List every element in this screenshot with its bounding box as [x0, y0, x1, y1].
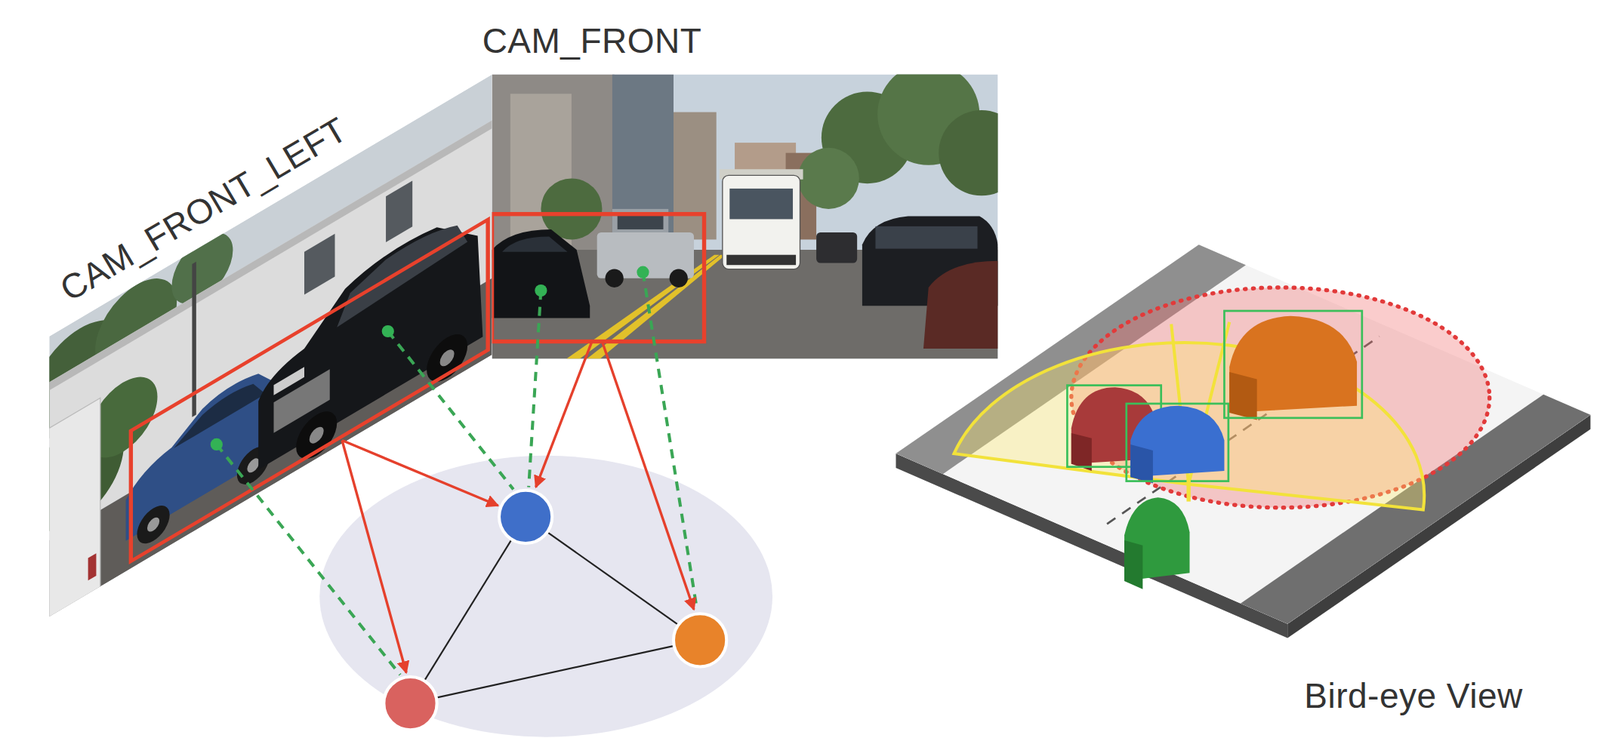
camera-image-front: [722, 175, 801, 269]
vehicle: [1186, 479, 1190, 503]
vehicle: [1126, 403, 1229, 482]
camera-image-left: [88, 553, 97, 581]
graph-node: [383, 490, 727, 731]
camera-image-left: [49, 397, 101, 617]
camera-image-left: [273, 366, 305, 395]
camera-image-front: [492, 74, 615, 259]
camera-image-front: [798, 147, 860, 210]
graph-region: [319, 456, 773, 738]
view-label: Bird-eye View: [1304, 676, 1523, 717]
vehicle: [1071, 433, 1092, 472]
camera-image-front: [923, 261, 999, 349]
camera-image-front: [816, 232, 858, 264]
center-point: [382, 325, 395, 338]
camera-image-left: [304, 234, 336, 296]
center-point: [210, 438, 223, 451]
graph-node: [499, 490, 552, 544]
camera-image-left: [130, 219, 488, 562]
camera-image-front: [492, 74, 999, 360]
center-point: [210, 266, 650, 452]
feature-arrow: [536, 342, 592, 488]
camera-image-front: [726, 255, 796, 266]
road-slab: [895, 244, 1591, 639]
camera-image-front: [617, 214, 664, 230]
feature-arrow: [342, 440, 407, 674]
feature-arrow: [601, 342, 694, 611]
camera-image-left: [440, 346, 455, 370]
camera-image-left: [246, 456, 259, 476]
camera-image-left: [147, 514, 160, 535]
camera-image-front: [673, 112, 717, 241]
vehicle: [1229, 372, 1257, 420]
projection-line: [216, 272, 697, 676]
camera-label: CAM_FRONT: [482, 21, 703, 62]
vehicle: [1223, 311, 1362, 419]
vehicle: [1066, 311, 1362, 590]
camera-image-left: [25, 66, 492, 647]
graph-node: [383, 677, 437, 731]
graph-edge: [410, 640, 700, 704]
camera-image-front: [729, 188, 793, 220]
camera-image-front: [612, 74, 674, 244]
center-point: [534, 284, 547, 297]
center-point: [636, 266, 649, 279]
camera-image-front: [875, 226, 978, 250]
graph-edge: [410, 517, 700, 704]
graph-edge: [410, 517, 526, 704]
projection-line: [216, 444, 401, 676]
camera-fov: [953, 322, 1425, 511]
projection-line: [388, 331, 514, 490]
camera-image-front: [604, 269, 623, 288]
projection-line: [642, 272, 697, 611]
graph-edge: [525, 517, 700, 641]
feature-arrow: [342, 440, 499, 506]
camera-image-left: [385, 180, 413, 243]
feature-arrow: [342, 342, 694, 674]
camera-image-front: [492, 229, 591, 319]
vehicle: [1130, 444, 1153, 484]
camera-image-front: [669, 269, 688, 288]
projection-line: [528, 290, 541, 488]
road-slab: [895, 244, 1591, 625]
camera-label: CAM_FRONT_LEFT: [53, 108, 355, 309]
camera-image-left: [49, 74, 492, 618]
camera-image-left: [173, 373, 266, 449]
vehicle: [1124, 540, 1143, 590]
graph-node: [673, 613, 727, 667]
camera-image-front: [492, 214, 705, 343]
camera-image-left: [49, 74, 492, 618]
camera-image-left: [309, 424, 324, 448]
camera-image-front: [938, 110, 998, 196]
camera-image-front: [502, 236, 568, 252]
